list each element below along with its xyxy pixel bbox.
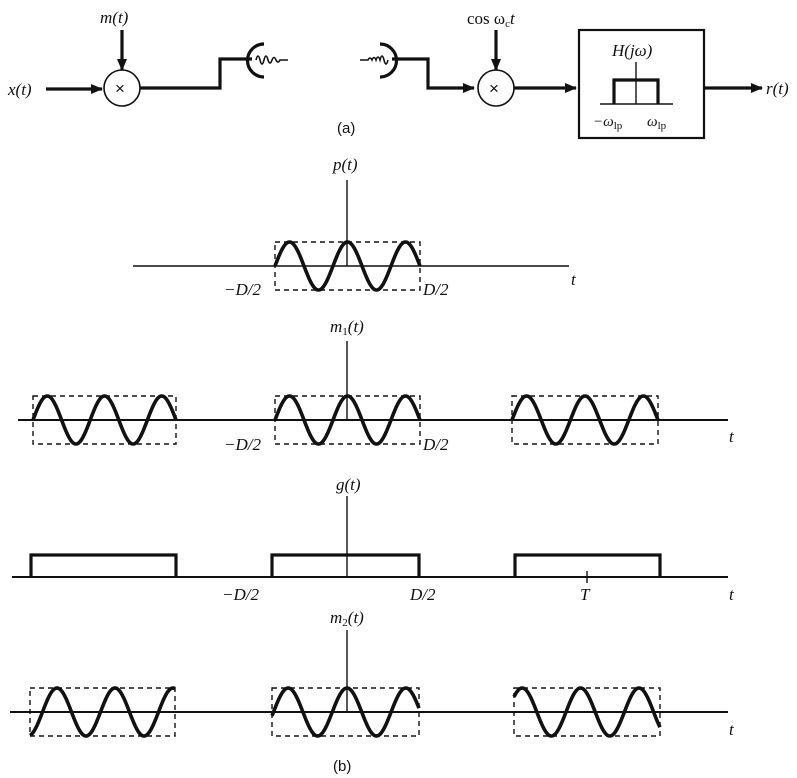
rect-pulse bbox=[29, 553, 178, 577]
multiplier-1: × bbox=[103, 69, 141, 107]
cosine-wave bbox=[273, 240, 422, 292]
label-d2: D/2 bbox=[409, 585, 436, 604]
plot-title-m1: m1(t) bbox=[330, 317, 364, 338]
plot-m1: m1(t) t −D/2 D/2 bbox=[18, 317, 735, 454]
axis-label-t: t bbox=[729, 720, 735, 739]
axis-label-t: t bbox=[729, 427, 735, 446]
rx-wire bbox=[392, 57, 475, 93]
plot-p: p(t) t −D/2 D/2 bbox=[133, 155, 577, 299]
rect-pulse bbox=[270, 553, 421, 577]
filter-response bbox=[612, 78, 660, 104]
axis-label-t: t bbox=[729, 585, 735, 604]
caption-a: (a) bbox=[337, 120, 355, 137]
block-diagram: x(t) m(t) × cos ωct × H(jω) bbox=[7, 8, 789, 140]
envelope-box bbox=[513, 687, 661, 737]
cosine-wave bbox=[273, 394, 422, 446]
label-d2: D/2 bbox=[422, 280, 449, 299]
tx-wire bbox=[140, 57, 252, 90]
cosine-wave bbox=[28, 686, 176, 738]
axis-label-t: t bbox=[571, 270, 577, 289]
input-label: x(t) bbox=[7, 80, 32, 99]
label-d2: D/2 bbox=[422, 435, 449, 454]
transmit-antenna-icon bbox=[245, 42, 288, 79]
label-neg-d2: −D/2 bbox=[222, 585, 259, 604]
cosine-wave bbox=[31, 394, 178, 446]
cosine-wave bbox=[510, 394, 660, 446]
plot-g: g(t) −D/2 D/2 T t bbox=[12, 475, 735, 604]
lowpass-filter-block: H(jω) −ωlp ωlp bbox=[577, 28, 706, 140]
receive-antenna-icon bbox=[360, 42, 399, 79]
plot-m2: m2(t) t bbox=[10, 608, 735, 739]
cosine-wave bbox=[270, 686, 421, 738]
multiplier-symbol: × bbox=[115, 79, 125, 98]
plot-title-p: p(t) bbox=[332, 155, 358, 174]
carrier-label: cos ωct bbox=[467, 9, 516, 30]
label-T: T bbox=[580, 585, 591, 604]
multiplier-2: × bbox=[477, 69, 515, 107]
cosine-wave bbox=[512, 686, 662, 738]
modulator-input-label: m(t) bbox=[100, 8, 129, 27]
plot-title-g: g(t) bbox=[336, 475, 361, 494]
filter-left-label: −ωlp bbox=[593, 114, 623, 132]
caption-b: (b) bbox=[333, 758, 351, 775]
label-neg-d2: −D/2 bbox=[224, 280, 261, 299]
multiplier-symbol: × bbox=[489, 79, 499, 98]
rect-pulse bbox=[513, 553, 662, 577]
filter-label: H(jω) bbox=[611, 41, 653, 60]
envelope-box bbox=[29, 687, 176, 737]
waveform-plots: p(t) t −D/2 D/2 m1(t) t −D/2 D/2 g(t) bbox=[10, 155, 735, 775]
label-neg-d2: −D/2 bbox=[224, 435, 261, 454]
filter-right-label: ωlp bbox=[647, 114, 667, 132]
plot-title-m2: m2(t) bbox=[330, 608, 364, 629]
output-label: r(t) bbox=[766, 79, 789, 98]
